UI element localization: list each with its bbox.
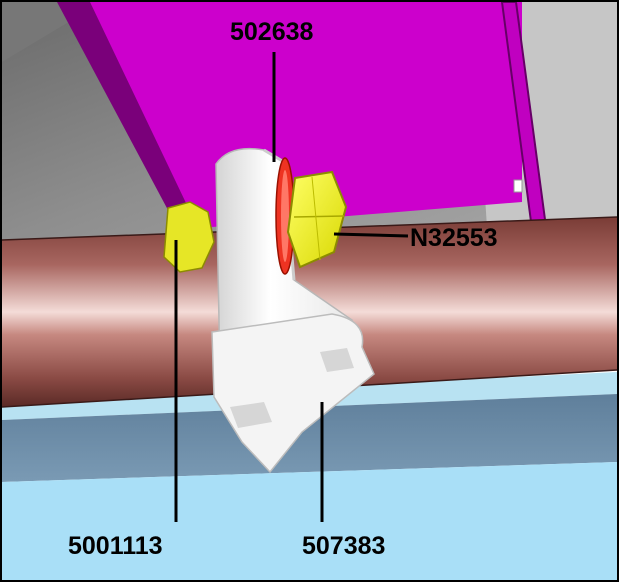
label-507383: 507383	[302, 532, 385, 560]
small-tab	[513, 179, 523, 193]
label-5001113: 5001113	[68, 532, 163, 560]
purple-panel	[87, 2, 522, 247]
floor-front	[2, 462, 617, 580]
washer-inner	[281, 170, 289, 262]
bracket-slot-right	[320, 348, 354, 372]
floor-mid	[2, 394, 617, 482]
hex-bolt-head	[286, 170, 348, 269]
hex-bolt-facet	[293, 215, 345, 218]
hex-bolt-facet-2	[311, 176, 321, 261]
leader-line-right	[333, 232, 409, 238]
bracket-slot-left	[230, 402, 272, 428]
purple-panel-edge	[57, 2, 207, 270]
label-n32553: N32553	[410, 224, 498, 252]
label-502638: 502638	[230, 18, 314, 46]
